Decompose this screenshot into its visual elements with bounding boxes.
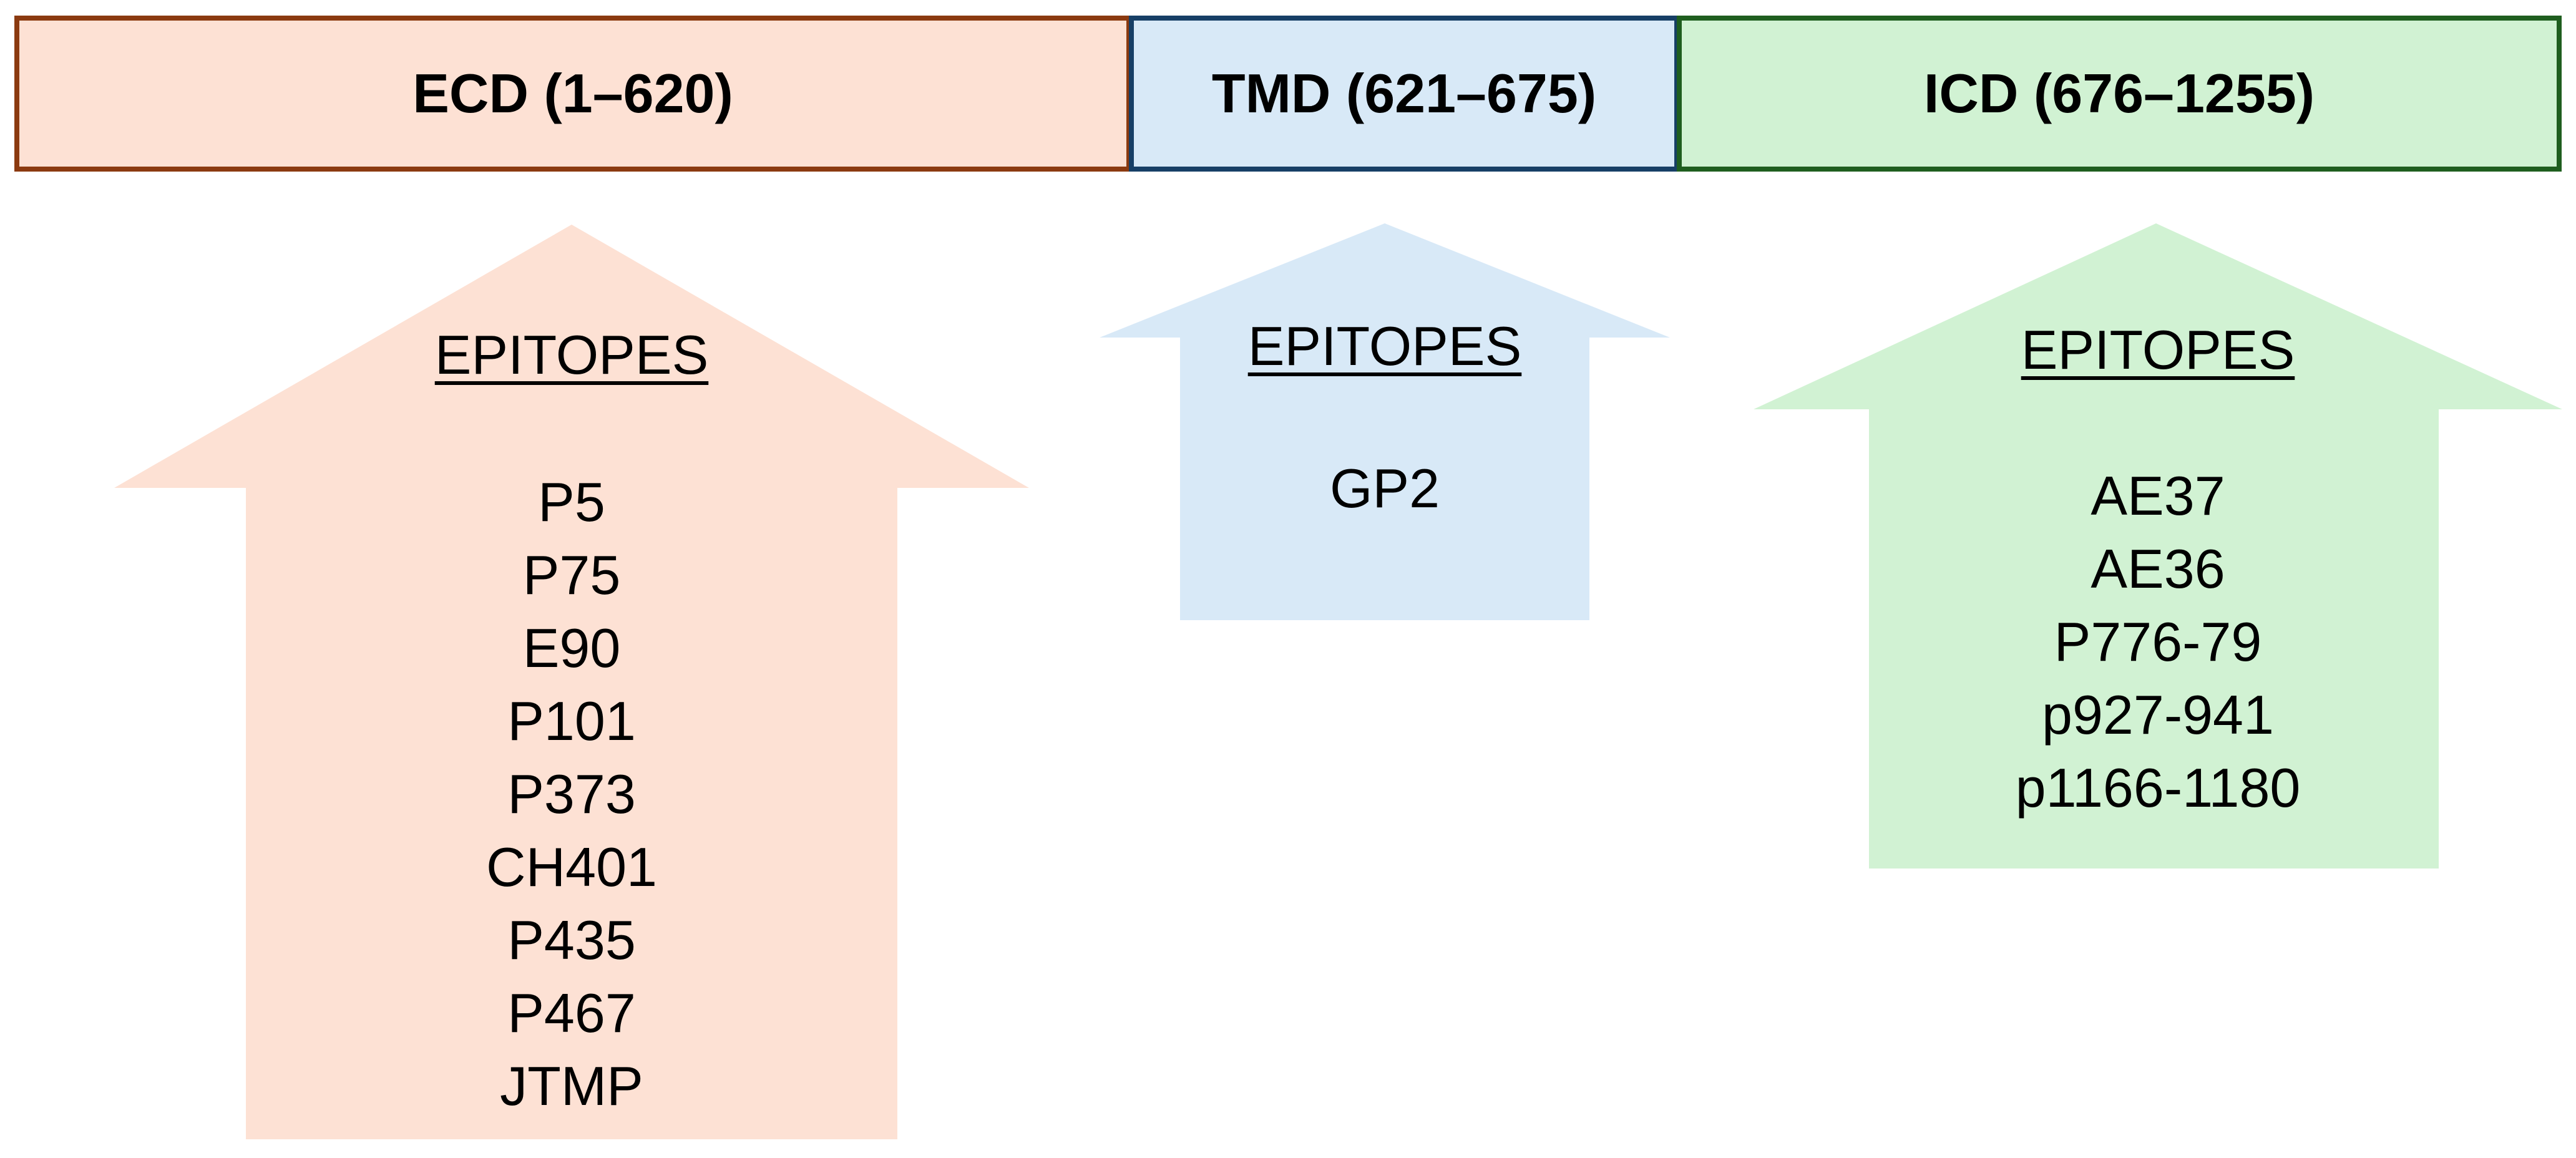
epitope-item: P373 [507, 763, 636, 825]
epitope-item: GP2 [1329, 457, 1440, 519]
tmd-epitopes-heading: EPITOPES [1247, 315, 1522, 377]
epitope-item: P435 [507, 909, 636, 971]
epitope-item: P5 [538, 471, 605, 533]
epitope-item: CH401 [486, 836, 657, 898]
tmd-epitope-list: GP2 [1100, 452, 1670, 525]
epitope-item: P467 [507, 982, 636, 1044]
ecd-epitopes-heading: EPITOPES [434, 324, 709, 386]
icd-epitope-list: AE37 AE36 P776-79 p927-941 p1166-1180 [1754, 459, 2562, 824]
icd-epitopes-heading: EPITOPES [2021, 319, 2295, 381]
ecd-domain-label: ECD (1–620) [412, 62, 733, 124]
ecd-epitope-list: P5 P75 E90 P101 P373 CH401 P435 P467 JTM… [114, 465, 1029, 1122]
tmd-epitope-arrow: EPITOPES GP2 [1100, 223, 1670, 620]
epitope-item: AE37 [2091, 465, 2225, 527]
tmd-domain-box: TMD (621–675) [1129, 16, 1679, 172]
epitope-item: P776-79 [2054, 611, 2262, 673]
epitope-item: P101 [507, 690, 636, 752]
ecd-arrow-shape [114, 225, 1029, 1139]
icd-domain-label: ICD (676–1255) [1923, 62, 2315, 124]
epitope-item: P75 [522, 544, 621, 606]
ecd-epitope-arrow: EPITOPES P5 P75 E90 P101 P373 CH401 P435… [114, 225, 1029, 1139]
icd-domain-box: ICD (676–1255) [1677, 16, 2562, 172]
epitope-item: JTMP [500, 1055, 643, 1117]
icd-epitope-arrow: EPITOPES AE37 AE36 P776-79 p927-941 p116… [1754, 223, 2562, 868]
epitope-item: p927-941 [2042, 684, 2274, 746]
tmd-domain-label: TMD (621–675) [1211, 62, 1597, 124]
ecd-domain-box: ECD (1–620) [14, 16, 1131, 172]
epitope-item: AE36 [2091, 538, 2225, 600]
icd-arrow-shape [1754, 223, 2562, 868]
tmd-arrow-shape [1100, 223, 1670, 620]
epitope-item: E90 [522, 617, 621, 679]
epitope-item: p1166-1180 [2015, 757, 2301, 819]
